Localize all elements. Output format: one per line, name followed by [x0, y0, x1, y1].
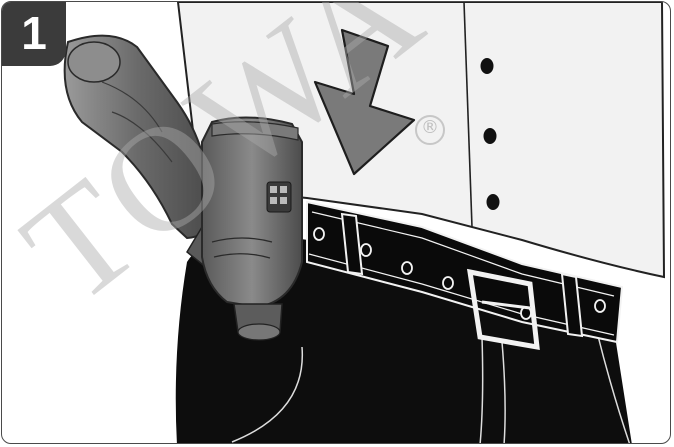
registered-mark-icon	[415, 115, 445, 145]
down-arrow-icon	[313, 28, 416, 176]
step-number-badge: 1	[2, 2, 66, 66]
registered-mark-text: ®	[421, 117, 439, 138]
impact-driver-tool	[63, 34, 303, 341]
shirt-buttons	[480, 58, 500, 210]
belt	[306, 200, 624, 351]
step-number: 1	[21, 7, 47, 59]
